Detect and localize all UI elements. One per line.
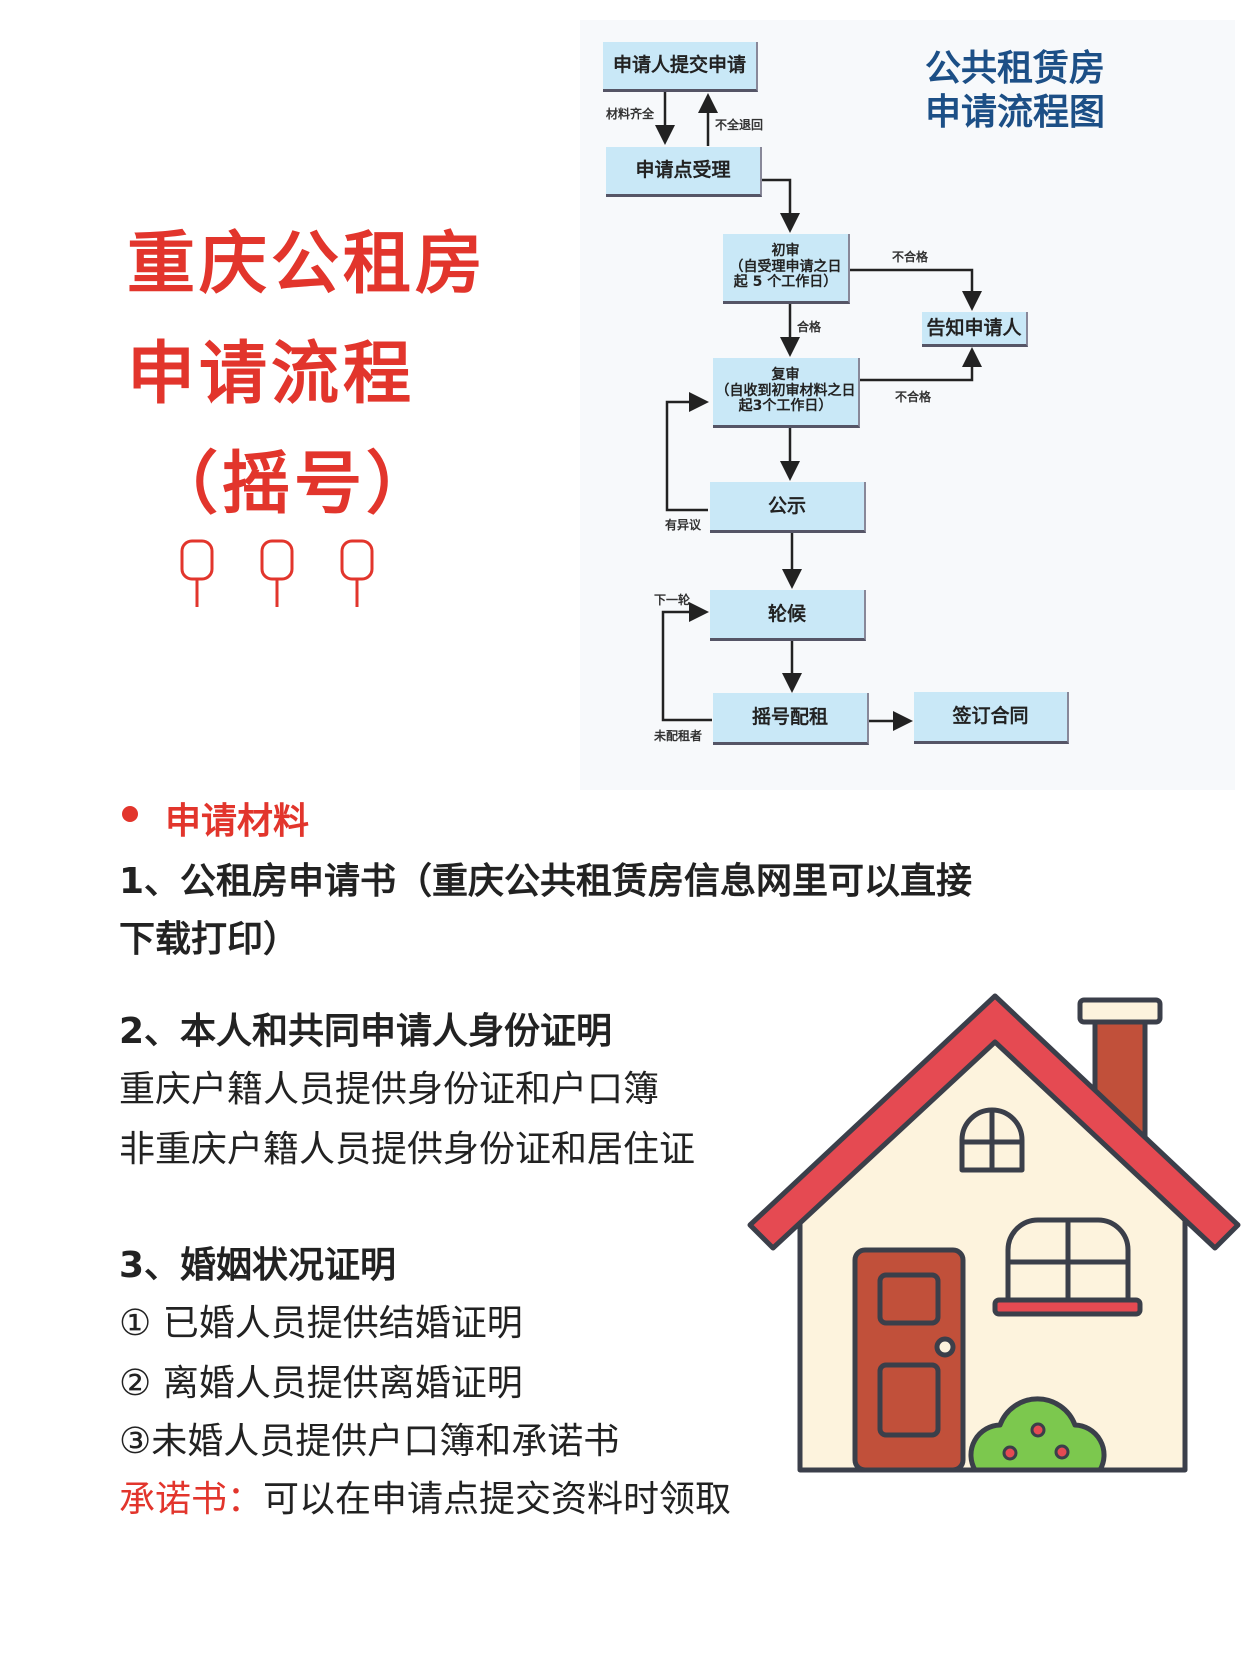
- item2-line2: 非重庆户籍人员提供身份证和居住证: [119, 1129, 696, 1170]
- pointing-down-icon: [180, 539, 214, 607]
- flow-box-accept: 申请点受理: [606, 147, 762, 197]
- label-unqualified-2: 不合格: [895, 390, 932, 404]
- section-title: 申请材料: [165, 801, 310, 842]
- flowchart-title: 公共租赁房申请流程图: [925, 46, 1105, 134]
- note: 承诺书：可以在申请点提交资料时领取: [119, 1470, 731, 1522]
- flow-box-lottery: 摇号配租: [713, 693, 869, 745]
- heading-line1: 重庆公租房: [127, 224, 488, 304]
- flow-box-contract: 签订合同: [914, 692, 1069, 744]
- flow-box-label: 申请点受理: [635, 159, 731, 182]
- label-next-round: 下一轮: [654, 593, 691, 607]
- flow-box-label: 签订合同: [952, 705, 1029, 728]
- flow-box-notify: 告知申请人: [922, 312, 1028, 347]
- item3-line3: ③未婚人员提供户口簿和承诺书: [119, 1421, 620, 1462]
- flow-box-label: 公示: [767, 494, 806, 517]
- flow-box-label: 起 5 个工作日）: [733, 274, 838, 291]
- label-objection: 有异议: [665, 518, 702, 532]
- flowchart-title-line2: 申请流程图: [925, 91, 1106, 133]
- flow-box-label: 告知申请人: [926, 316, 1022, 339]
- flow-box-label: 起3个工作日）: [738, 398, 833, 415]
- pointing-hands: [180, 539, 374, 607]
- flow-box-label: 轮候: [767, 602, 806, 625]
- flow-box-label: 申请人提交申请: [612, 54, 746, 77]
- pointing-down-icon: [260, 539, 294, 607]
- label-complete: 材料齐全: [606, 107, 655, 121]
- pointing-down-icon: [340, 539, 374, 607]
- label-unqualified-1: 不合格: [892, 250, 929, 264]
- item1-line1: 1、公租房申请书（重庆公共租赁房信息网里可以直接: [119, 861, 973, 902]
- heading-line2: 申请流程: [127, 334, 416, 414]
- bullet-icon: [122, 806, 138, 822]
- flow-box-label: 初审: [771, 243, 800, 260]
- flowchart-connectors: [655, 92, 982, 731]
- flow-box-first-review: 初审（自受理申请之日起 5 个工作日）: [723, 234, 850, 304]
- flow-box-label: 摇号配租: [751, 706, 828, 729]
- flow-box-label: （自受理申请之日: [729, 258, 842, 275]
- item2-title: 2、本人和共同申请人身份证明: [119, 1011, 613, 1052]
- flow-box-publicity: 公示: [710, 482, 866, 533]
- house-illustration: [747, 993, 1241, 1473]
- flow-box-label: 复审: [771, 367, 800, 384]
- item3-line2: ② 离婚人员提供离婚证明: [119, 1363, 523, 1404]
- roof: [747, 993, 1241, 1251]
- item2-line1: 重庆户籍人员提供身份证和户口簿: [119, 1069, 660, 1110]
- flow-box-submit: 申请人提交申请: [603, 42, 758, 92]
- flow-box-second-review: 复审（自收到初审材料之日起3个工作日）: [713, 358, 860, 428]
- flow-box-waiting: 轮候: [710, 590, 866, 641]
- label-incomplete-return: 不全退回: [715, 118, 764, 132]
- label-qualified: 合格: [797, 320, 822, 334]
- note-label: 承诺书：: [119, 1479, 264, 1520]
- flowchart-title-line1: 公共租赁房: [925, 47, 1106, 89]
- label-unallocated: 未配租者: [654, 729, 703, 743]
- item1-line2: 下载打印）: [119, 919, 300, 960]
- item3-line1: ① 已婚人员提供结婚证明: [119, 1303, 523, 1344]
- flow-box-label: （自收到初审材料之日: [715, 382, 856, 399]
- heading-line3: （摇号）: [150, 444, 439, 524]
- item3-title: 3、婚姻状况证明: [119, 1245, 397, 1286]
- note-text: 可以在申请点提交资料时领取: [263, 1479, 732, 1520]
